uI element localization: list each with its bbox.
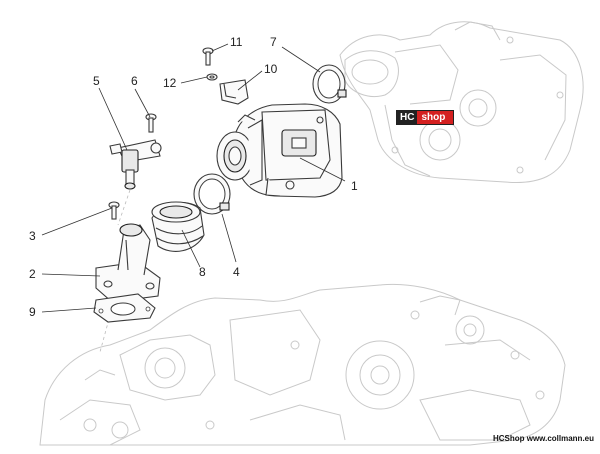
hcshop-watermark: HC shop bbox=[396, 110, 455, 125]
watermark-hc: HC bbox=[397, 111, 418, 124]
callout-11: 11 bbox=[230, 35, 243, 49]
callout-5: 5 bbox=[93, 74, 100, 88]
screw-3 bbox=[108, 201, 120, 220]
screw-11 bbox=[202, 47, 214, 66]
fuel-injector bbox=[109, 139, 162, 190]
callout-4: 4 bbox=[233, 265, 240, 279]
washer-12 bbox=[206, 73, 218, 81]
throttle-body bbox=[216, 103, 343, 198]
callout-9: 9 bbox=[29, 305, 36, 319]
hose-clamp-lower bbox=[193, 173, 231, 215]
mounting-bracket bbox=[219, 79, 249, 105]
callout-8: 8 bbox=[199, 265, 206, 279]
screw-6 bbox=[145, 113, 157, 133]
transmission-cover-outline bbox=[339, 21, 584, 184]
callout-7: 7 bbox=[270, 35, 277, 49]
callout-1: 1 bbox=[351, 179, 358, 193]
callout-labels: 1 2 3 4 5 6 7 8 9 10 11 12 bbox=[29, 35, 358, 319]
intake-sleeve bbox=[151, 201, 205, 252]
leader-lines bbox=[41, 43, 346, 313]
callout-3: 3 bbox=[29, 229, 36, 243]
intake-manifold bbox=[95, 223, 161, 303]
callout-10: 10 bbox=[264, 62, 278, 76]
callout-6: 6 bbox=[131, 74, 138, 88]
callout-12: 12 bbox=[163, 76, 177, 90]
footer-credit: HCShop www.collmann.eu bbox=[492, 434, 594, 443]
watermark-shop: shop bbox=[417, 111, 454, 124]
hose-clamp-upper bbox=[312, 64, 347, 104]
callout-2: 2 bbox=[29, 267, 36, 281]
gasket bbox=[93, 293, 156, 323]
engine-crankcase-outline bbox=[39, 283, 566, 446]
